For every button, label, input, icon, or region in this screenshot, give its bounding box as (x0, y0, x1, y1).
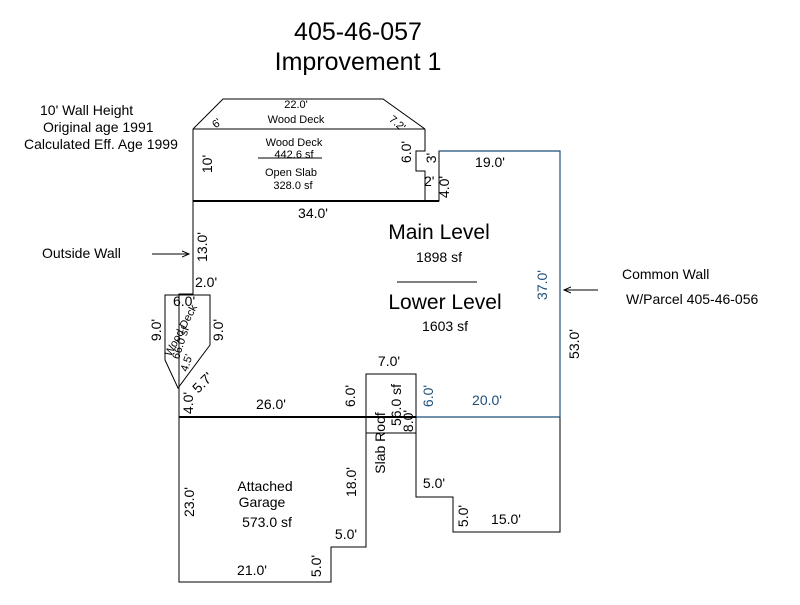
parcel-id: 405-46-057 (294, 18, 422, 46)
garage-label-2: Garage (239, 494, 286, 510)
garage-sf: 573.0 sf (242, 514, 292, 530)
main-level-sf: 1898 sf (416, 249, 462, 265)
lower-level-sf: 1603 sf (422, 318, 468, 334)
common-wall-label: Common Wall (622, 266, 709, 282)
upper-deck-outline (192, 98, 426, 130)
dim-lower-right-width: 20.0' (472, 392, 502, 408)
dim-garage-bottom: 21.0' (237, 562, 267, 578)
dim-notch-4: 4.0' (436, 176, 452, 198)
dim-garage-right: 18.0' (343, 467, 359, 497)
wall-height-note: 10' Wall Height (40, 102, 133, 118)
dim-pop-inner: 8.0' (400, 410, 416, 432)
dim-step-5-side: 5.0' (455, 505, 471, 527)
dim-lower-left-width: 26.0' (256, 396, 286, 412)
slab-roof-label: Slab Roof (372, 412, 388, 474)
dim-side-deck-top: 6.0' (173, 293, 195, 309)
dim-deck-left: 10' (199, 155, 215, 173)
dim-garage-step-top: 5.0' (335, 526, 357, 542)
dim-deck-right: 6.0' (398, 141, 414, 163)
common-wall-parcel: W/Parcel 405-46-056 (626, 291, 759, 307)
dim-pop-right: 6.0' (420, 385, 436, 407)
dim-side-deck-right: 9.0' (210, 319, 226, 341)
dim-pop-left: 6.0' (342, 385, 358, 407)
side-deck-outline (164, 294, 211, 389)
lower-level-label: Lower Level (388, 291, 501, 314)
dim-bottom-right: 15.0' (491, 511, 521, 527)
dim-step-5-top: 5.0' (423, 475, 445, 491)
dim-right-common: 37.0' (534, 270, 550, 300)
deck-sf: 442.6 sf (274, 149, 314, 161)
dim-deck-right-diag: 7.2' (386, 114, 407, 134)
dim-notch-2: 2' (424, 173, 434, 189)
garage-label-1: Attached (237, 478, 292, 494)
dim-garage-step-side: 5.0' (308, 555, 324, 577)
dim-house-top: 34.0' (298, 205, 328, 221)
dim-side-deck-left: 9.0' (148, 319, 164, 341)
dim-left-upper: 13.0' (194, 232, 210, 262)
slab-roof-outline (365, 373, 417, 434)
outside-wall-label: Outside Wall (42, 245, 121, 261)
improvement-title: Improvement 1 (275, 48, 442, 76)
dim-pop-top: 7.0' (378, 353, 400, 369)
deck-slab-box (192, 129, 426, 201)
dim-left-lower: 4.0' (180, 392, 196, 414)
upper-deck-dim: 22.0' (284, 99, 308, 111)
deck-label: Wood Deck (266, 137, 323, 149)
eff-age-note: Calculated Eff. Age 1999 (24, 136, 178, 152)
slab-roof-sf: 56.0 sf (388, 384, 404, 426)
slab-label: Open Slab (265, 167, 317, 179)
dim-notch-3: 3' (423, 153, 439, 163)
dim-garage-left: 23.0' (181, 487, 197, 517)
main-level-label: Main Level (388, 221, 490, 244)
dim-top-right: 19.0' (475, 154, 505, 170)
dim-right-lower: 53.0' (566, 329, 582, 359)
dim-left-jog: 2.0' (195, 274, 217, 290)
common-wall (416, 150, 561, 418)
dim-side-deck-bottom-diag: 5.7' (189, 369, 216, 396)
dim-side-deck-diag: 4.5' (179, 353, 196, 373)
original-age-note: Original age 1991 (43, 119, 154, 135)
garage-outline (178, 417, 367, 583)
upper-deck-label: Wood Deck (268, 114, 325, 126)
slab-sf: 328.0 sf (273, 180, 313, 192)
